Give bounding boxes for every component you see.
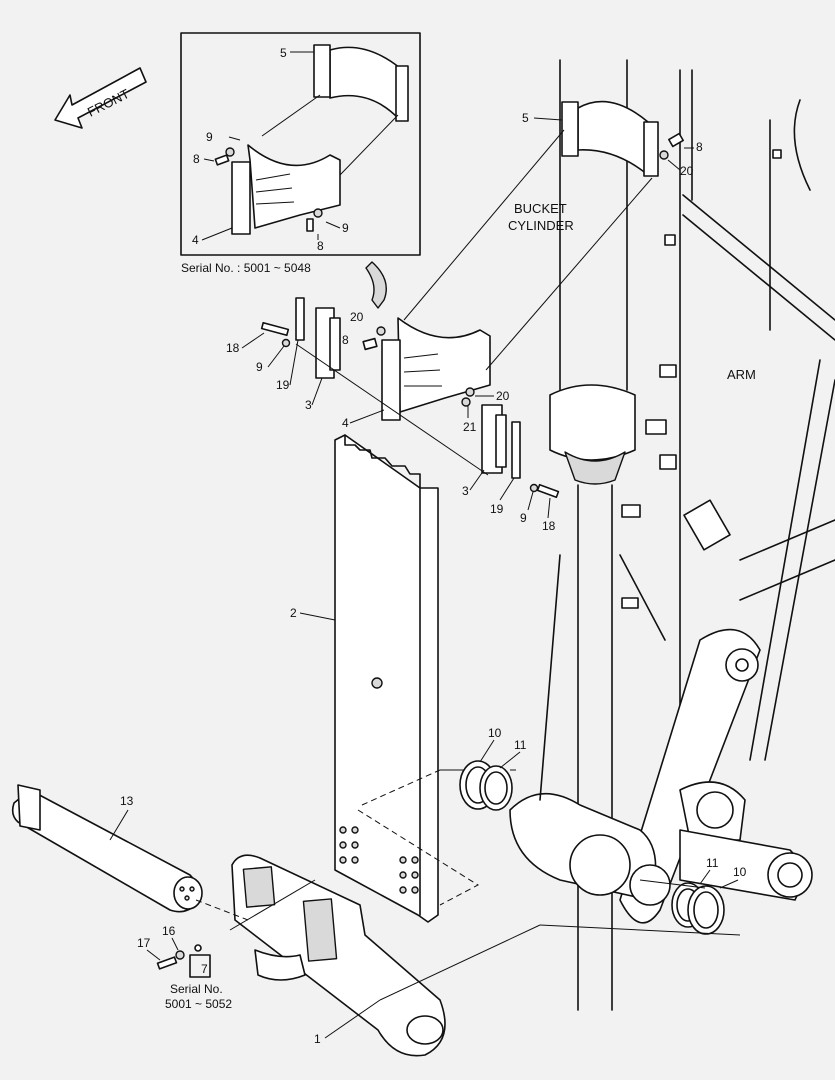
plate-left-19 — [295, 297, 305, 341]
callout-main-8-left: 8 — [342, 333, 349, 347]
washer-9-left — [281, 338, 291, 348]
bucket-cylinder — [549, 59, 636, 1011]
pin — [11, 784, 203, 913]
callout-main-5: 5 — [522, 111, 529, 125]
callout-main-11-right: 11 — [706, 856, 719, 870]
clamp-left — [315, 307, 341, 379]
callout-main-11-left: 11 — [514, 738, 527, 752]
callout-main-13: 13 — [120, 794, 134, 808]
inset-box — [180, 32, 421, 256]
callout-inset-8a: 8 — [193, 152, 200, 166]
washer-21 — [461, 397, 471, 407]
callout-main-1: 1 — [314, 1032, 321, 1046]
washer-9-right — [529, 483, 539, 493]
callout-main-18-right: 18 — [542, 519, 556, 533]
protector-plate — [334, 434, 439, 923]
callout-main-8-top: 8 — [696, 140, 703, 154]
callout-main-19-right: 19 — [490, 502, 504, 516]
callout-main-16: 16 — [162, 924, 176, 938]
callout-main-20-left: 20 — [350, 310, 364, 324]
inset-clamp-upper — [313, 44, 409, 122]
callout-main-9-left: 9 — [256, 360, 263, 374]
washer-20-top — [659, 150, 669, 160]
callout-main-17: 17 — [137, 936, 151, 950]
bucket-cylinder-label-2: CYLINDER — [508, 218, 574, 233]
inset-bolt-a — [214, 147, 235, 166]
part-7-box — [189, 954, 211, 978]
seal-rings-left — [459, 760, 513, 811]
bolt-17 — [156, 956, 178, 970]
washer-16 — [175, 950, 185, 960]
callout-inset-5: 5 — [280, 46, 287, 60]
plug-7 — [194, 944, 202, 952]
washer-20-right — [465, 387, 475, 397]
arm-label: ARM — [727, 367, 756, 382]
bucket-cylinder-label-1: BUCKET — [514, 201, 567, 216]
callout-main-10-right: 10 — [733, 865, 747, 879]
callout-main-3-right: 3 — [462, 484, 469, 498]
linkage — [509, 554, 813, 924]
seal-rings-right — [671, 882, 725, 935]
callout-main-2: 2 — [290, 606, 297, 620]
callout-main-21: 21 — [463, 420, 477, 434]
bracket-leader — [379, 924, 541, 1001]
callout-main-20-right: 20 — [496, 389, 510, 403]
boom-nose-bracket — [229, 854, 446, 1057]
callout-main-20-top: 20 — [680, 164, 694, 178]
callout-inset-4: 4 — [192, 233, 199, 247]
bolt-18-right — [536, 483, 560, 499]
inset-serial-label: Serial No. : 5001 ~ 5048 — [181, 261, 311, 275]
callout-main-3-left: 3 — [305, 398, 312, 412]
bolt-18-left — [260, 321, 290, 337]
bolt-8-top — [668, 132, 684, 148]
callout-inset-9a: 9 — [206, 130, 213, 144]
bolt-8-left — [362, 337, 378, 351]
front-arrow-icon — [54, 67, 147, 129]
inset-bracket — [231, 144, 341, 235]
callout-inset-8b: 8 — [317, 239, 324, 253]
callout-main-18-left: 18 — [226, 341, 240, 355]
callout-main-10-left: 10 — [488, 726, 502, 740]
serial-label-1: Serial No. — [170, 982, 223, 996]
callout-inset-9b: 9 — [342, 221, 349, 235]
callout-main-9-right: 9 — [520, 511, 527, 525]
inset-pointer-arrow-icon — [365, 261, 387, 309]
inset-bolt-b — [306, 208, 323, 232]
arm-fittings — [621, 149, 782, 609]
serial-label-2: 5001 ~ 5052 — [165, 997, 232, 1011]
washer-20-left — [376, 326, 386, 336]
arm-structure — [679, 69, 835, 861]
clamp-right — [481, 404, 507, 474]
plate-right-19 — [511, 421, 521, 479]
callout-main-7: 7 — [201, 962, 208, 976]
callout-main-4: 4 — [342, 416, 349, 430]
callout-main-19-left: 19 — [276, 378, 290, 392]
cylinder-clamp — [561, 100, 659, 177]
callout-leaders — [109, 117, 739, 1039]
